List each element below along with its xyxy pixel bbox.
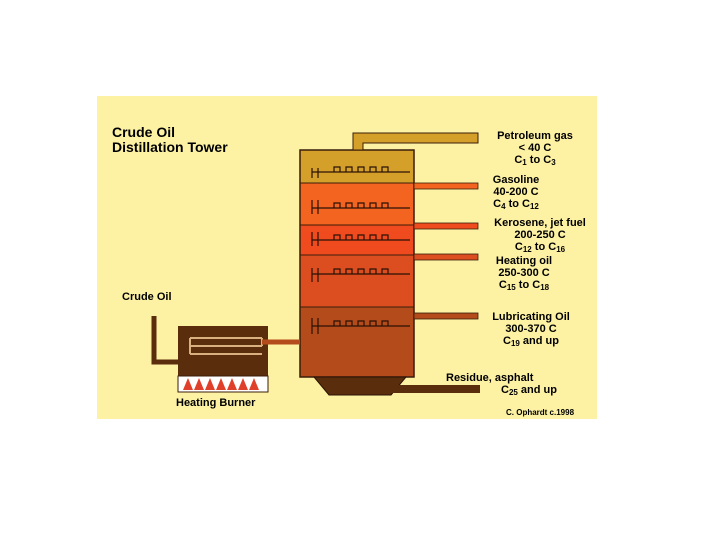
flames [183, 378, 259, 390]
fraction-name: Gasoline [492, 174, 540, 186]
fraction-name: Lubricating Oil [492, 311, 570, 323]
fraction-temp: < 40 C [518, 142, 552, 154]
residue-pipe [340, 385, 480, 393]
crude-oil-label: Crude Oil [122, 291, 172, 303]
fraction-label-residue: Residue, asphalt C25 and up [446, 372, 576, 399]
fraction-temp: 250-300 C [498, 267, 550, 279]
title-line-2: Distillation Tower [112, 139, 228, 155]
fraction-label-gasoline: Gasoline 40-200 C C4 to C12 [466, 174, 566, 213]
tray-3 [311, 232, 410, 246]
fraction-carbon-range: C19 and up [503, 335, 559, 348]
furnace-box [178, 326, 268, 376]
fraction-label-kerosene: Kerosene, jet fuel 200-250 C C12 to C16 [475, 217, 605, 256]
kerosene-pipe [413, 222, 479, 230]
fraction-carbon-range: C1 to C3 [514, 154, 556, 167]
fraction-name: Heating oil [495, 255, 553, 267]
fraction-temp: 200-250 C [514, 229, 566, 241]
tray-4 [311, 268, 410, 282]
fraction-carbon-range: C25 and up [501, 384, 557, 397]
fraction-label-petroleum-gas: Petroleum gas < 40 C C1 to C3 [470, 130, 600, 169]
heating-oil-pipe [413, 253, 479, 261]
diagram-title: Crude Oil Distillation Tower [112, 125, 228, 155]
tray-1 [311, 166, 410, 178]
fraction-name: Residue, asphalt [446, 372, 534, 384]
credit-label: C. Ophardt c.1998 [506, 408, 575, 417]
fraction-name: Kerosene, jet fuel [494, 217, 586, 229]
gasoline-pipe [413, 182, 479, 190]
tower-section-lubricating-oil [300, 307, 414, 377]
fraction-carbon-range: C12 to C16 [514, 241, 566, 254]
fraction-temp: 300-370 C [505, 323, 557, 335]
furnace-coil [189, 337, 263, 355]
crude-oil-input-pipe [151, 316, 182, 365]
tower-section-gasoline [300, 183, 414, 225]
tray-2 [311, 200, 410, 214]
heating-burner-label: Heating Burner [176, 397, 256, 409]
tower-section-dividers [300, 182, 414, 308]
tower-section-heating-oil [300, 255, 414, 307]
fraction-name: Petroleum gas [497, 130, 573, 142]
fraction-temp: 40-200 C [493, 186, 539, 198]
tower-section-petroleum-gas [300, 150, 414, 183]
fraction-carbon-range: C4 to C12 [493, 198, 539, 211]
title-line-1: Crude Oil [112, 124, 176, 140]
lubricating-oil-pipe [413, 312, 479, 320]
fraction-carbon-range: C15 to C18 [498, 279, 550, 292]
petroleum-gas-pipe [352, 132, 479, 151]
bubble-cap-trays [311, 166, 410, 334]
fraction-label-lubricating-oil: Lubricating Oil 300-370 C C19 and up [476, 311, 586, 350]
tray-5 [311, 318, 410, 334]
fraction-label-heating-oil: Heating oil 250-300 C C15 to C18 [474, 255, 574, 294]
